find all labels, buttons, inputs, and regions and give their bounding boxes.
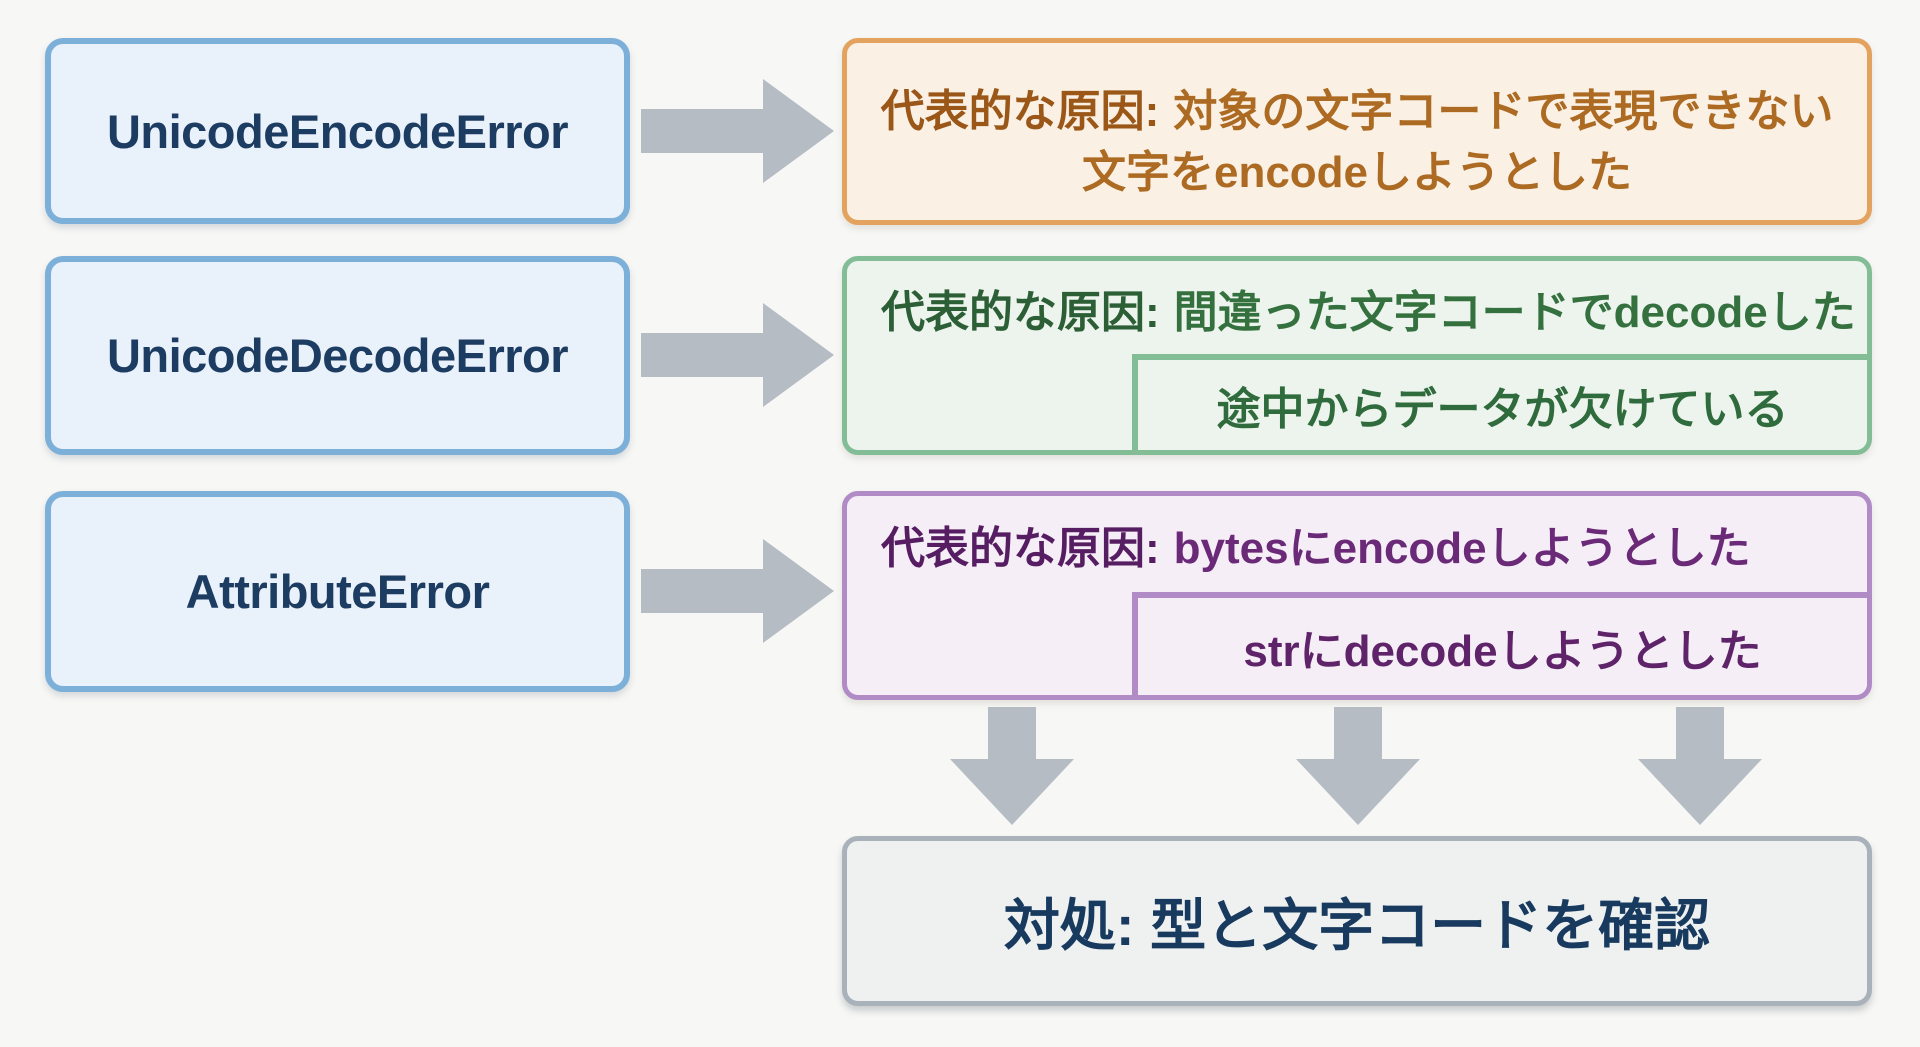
sub-cause-text: strにdecodeしようとした: [1243, 626, 1762, 676]
cause-box-encode-error: 代表的な原因: 対象の文字コードで表現できない 文字をencodeしようとした: [842, 38, 1872, 225]
cause-label: 代表的な原因:: [881, 287, 1160, 337]
cause-line-2: 文字をencodeしようとした: [1082, 143, 1632, 204]
cause-line-1: 代表的な原因: 間違った文字コードでdecodeした: [847, 261, 1867, 354]
cause-label: 代表的な原因:: [880, 86, 1160, 136]
cause-line-1: 代表的な原因: bytesにencodeしようとした: [847, 496, 1867, 592]
cause-text: bytesにencodeしようとした: [1173, 524, 1751, 573]
cause-label: 代表的な原因:: [881, 524, 1160, 573]
cause-text: 対象の文字コードで表現できない: [1173, 86, 1834, 136]
error-box-attribute-error: AttributeError: [45, 491, 630, 692]
error-name-label: UnicodeDecodeError: [106, 329, 569, 382]
solution-box: 対処: 型と文字コードを確認: [842, 836, 1872, 1006]
error-box-unicode-encode-error: UnicodeEncodeError: [45, 38, 630, 224]
cause-line-1: 代表的な原因: 対象の文字コードで表現できない: [881, 82, 1834, 143]
sub-cause-box: 途中からデータが欠けている: [1132, 354, 1867, 450]
cause-text-line2: 文字をencodeしようとした: [1081, 147, 1633, 197]
right-arrow-icon: [641, 539, 834, 643]
error-box-unicode-decode-error: UnicodeDecodeError: [45, 256, 630, 455]
error-name-label: UnicodeEncodeError: [106, 104, 569, 158]
sub-cause-box: strにdecodeしようとした: [1132, 592, 1867, 695]
cause-box-decode-error: 代表的な原因: 間違った文字コードでdecodeした 途中からデータが欠けている: [842, 256, 1872, 455]
sub-cause-text: 途中からデータが欠けている: [1216, 385, 1789, 434]
right-arrow-icon: [641, 303, 834, 407]
solution-text: 対処: 型と文字コードを確認: [1003, 893, 1711, 957]
right-arrow-icon: [641, 79, 834, 183]
down-arrow-icon: [1638, 707, 1762, 825]
cause-box-attribute-error: 代表的な原因: bytesにencodeしようとした strにdecodeしようと…: [842, 491, 1872, 700]
down-arrow-icon: [950, 707, 1074, 825]
cause-text: 間違った文字コードでdecodeした: [1173, 287, 1856, 337]
down-arrow-icon: [1296, 707, 1420, 825]
error-name-label: AttributeError: [185, 565, 490, 618]
